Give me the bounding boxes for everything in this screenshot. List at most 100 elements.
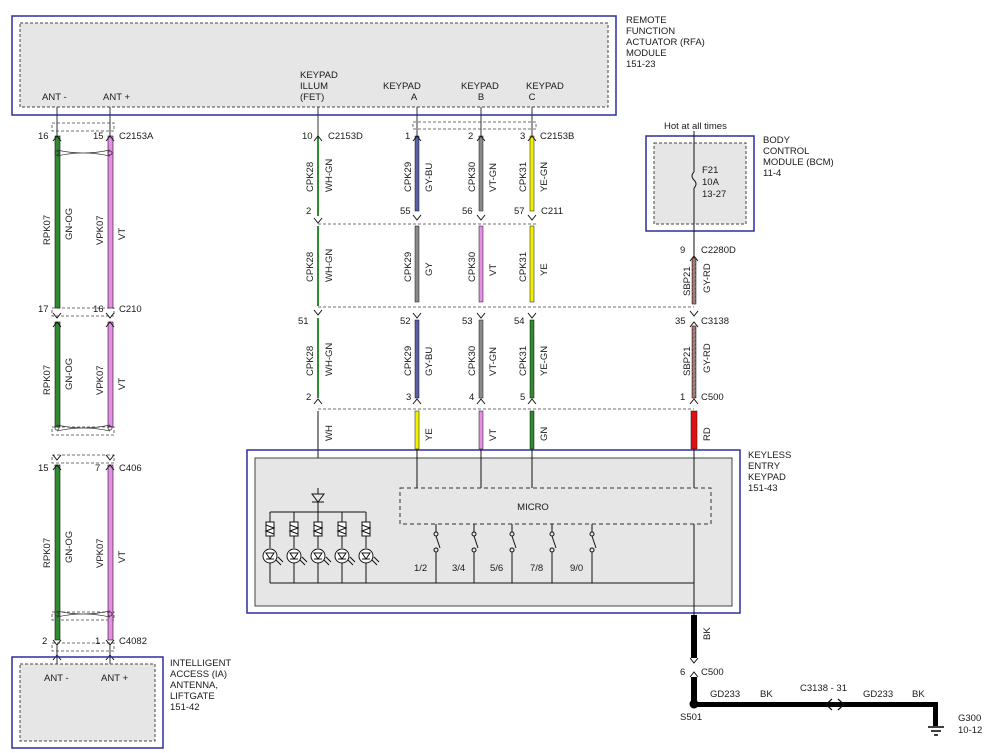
color-gn-4: GN bbox=[539, 427, 550, 441]
ia-name-4: LIFTGATE bbox=[170, 691, 215, 702]
circuit-rpk07-2: RPK07 bbox=[42, 365, 53, 395]
pin-16-c2153a: 16 bbox=[38, 131, 49, 142]
color-vt-4: VT bbox=[488, 429, 499, 441]
pin-9: 9 bbox=[680, 245, 685, 256]
twisted-pair-marks bbox=[54, 149, 113, 618]
switch-label-3-4: 3/4 bbox=[452, 563, 465, 574]
connector-c500-top: C500 bbox=[701, 392, 724, 403]
ant-neg-wire bbox=[54, 135, 61, 641]
led-branch-5 bbox=[358, 512, 380, 583]
ia-pin-ant-neg: ANT - bbox=[44, 673, 69, 684]
rfa-pin-keypad-illum-1: KEYPAD bbox=[300, 70, 338, 81]
fuse-rating: 10A bbox=[702, 177, 720, 188]
rfa-name-1: REMOTE bbox=[626, 15, 667, 26]
pin-2-c4082: 2 bbox=[42, 636, 47, 647]
color-vtgn-3: VT-GN bbox=[488, 347, 499, 376]
pin-17-c210: 17 bbox=[38, 304, 49, 315]
ia-antenna-module: ANT - ANT + INTELLIGENT ACCESS (IA) ANTE… bbox=[11, 656, 231, 749]
circuit-cpk31-1: CPK31 bbox=[518, 162, 529, 192]
pin-1-c4082: 1 bbox=[95, 636, 100, 647]
circuit-cpk28-1: CPK28 bbox=[305, 162, 316, 192]
fuse-icon bbox=[691, 171, 697, 189]
connector-c500-bottom: C500 bbox=[701, 667, 724, 678]
circuit-cpk30-3: CPK30 bbox=[467, 346, 478, 376]
ant-pos-wire bbox=[107, 135, 114, 641]
circuit-rpk07-1: RPK07 bbox=[42, 215, 53, 245]
rfa-pin-keypad-c-2: C bbox=[529, 92, 536, 103]
pin-1: 1 bbox=[405, 131, 410, 142]
color-vt-2: VT bbox=[117, 378, 128, 390]
led-branch-1 bbox=[262, 512, 284, 583]
circuit-vpk07-1: VPK07 bbox=[95, 215, 106, 245]
splice-s501: S501 bbox=[680, 712, 702, 723]
color-bk-1: BK bbox=[702, 627, 713, 640]
rfa-module: REMOTE FUNCTION ACTUATOR (RFA) MODULE 15… bbox=[11, 15, 705, 116]
led-branch-3 bbox=[310, 512, 332, 583]
hot-at-all-times: Hot at all times bbox=[664, 121, 727, 132]
connector-c211: C211 bbox=[541, 206, 563, 217]
fuse-ref: 13-27 bbox=[702, 189, 726, 200]
switch-9-0 bbox=[589, 524, 597, 583]
switch-5-6 bbox=[509, 524, 517, 583]
keypad-ref: 151-43 bbox=[748, 483, 778, 494]
ground-circuit-2: GD233 bbox=[863, 689, 893, 700]
rfa-name-4: MODULE bbox=[626, 48, 667, 59]
ia-name-1: INTELLIGENT bbox=[170, 658, 231, 669]
color-gnog-1: GN-OG bbox=[64, 208, 75, 240]
color-rd-4: RD bbox=[702, 427, 713, 441]
circuit-sbp21-2: SBP21 bbox=[682, 346, 693, 376]
rfa-pin-keypad-illum-2: ILLUM bbox=[300, 81, 328, 92]
pin-3: 3 bbox=[520, 131, 525, 142]
led-branch-4 bbox=[334, 512, 356, 583]
micro-label: MICRO bbox=[517, 502, 549, 513]
circuit-vpk07-3: VPK07 bbox=[95, 538, 106, 568]
pin-4-c500: 4 bbox=[469, 392, 474, 403]
antenna-harness: 16 15 17 16 15 7 2 1 C2153A C210 C406 C4… bbox=[38, 107, 154, 664]
rfa-pin-keypad-b-2: B bbox=[478, 92, 484, 103]
pin-54: 54 bbox=[514, 316, 525, 327]
switch-3-4 bbox=[471, 524, 479, 583]
rfa-ref: 151-23 bbox=[626, 59, 656, 70]
circuit-cpk28-3: CPK28 bbox=[305, 346, 316, 376]
fuse-f21: F21 bbox=[702, 165, 718, 176]
pin-2-c211: 2 bbox=[306, 206, 311, 217]
pin-6: 6 bbox=[680, 667, 685, 678]
ground-ref: C3138 - 31 bbox=[800, 683, 847, 694]
pin-2-c500: 2 bbox=[306, 392, 311, 403]
switch-label-9-0: 9/0 bbox=[570, 563, 583, 574]
switch-1-2 bbox=[433, 524, 441, 583]
color-vt-2: VT bbox=[488, 264, 499, 276]
pin-16-c210: 16 bbox=[93, 304, 104, 315]
color-vt-3: VT bbox=[117, 551, 128, 563]
pin-35: 35 bbox=[675, 316, 686, 327]
pin-51: 51 bbox=[298, 316, 309, 327]
color-gybu-3: GY-BU bbox=[424, 347, 435, 376]
color-whgn-2: WH-GN bbox=[324, 249, 335, 282]
ground-circuit: BK 6 C500 GD233 BK C3138 - 31 GD233 BK S… bbox=[680, 615, 982, 736]
color-ye-2: YE bbox=[539, 263, 550, 276]
rfa-pin-keypad-a-1: KEYPAD bbox=[383, 81, 421, 92]
splice-dot bbox=[689, 699, 699, 709]
pin-56: 56 bbox=[462, 206, 473, 217]
connector-c3138: C3138 bbox=[701, 316, 729, 327]
rfa-pin-ant-neg: ANT - bbox=[42, 92, 67, 103]
power-feed-wire: 9 C2280D 35 C3138 1 C500 SBP21 GY-RD SBP… bbox=[675, 231, 736, 450]
color-yegn-1: YE-GN bbox=[539, 162, 550, 192]
pin-55: 55 bbox=[400, 206, 411, 217]
pin-57: 57 bbox=[514, 206, 525, 217]
switch-label-7-8: 7/8 bbox=[530, 563, 543, 574]
connector-c406: C406 bbox=[119, 463, 142, 474]
keypad-harness: 10 1 2 3 2 55 56 57 51 52 53 54 2 3 4 5 … bbox=[298, 107, 694, 488]
color-whgn-1: WH-GN bbox=[324, 159, 335, 192]
keyless-entry-keypad: KEYLESS ENTRY KEYPAD 151-43 MICRO bbox=[246, 449, 791, 615]
ia-pin-ant-pos: ANT + bbox=[101, 673, 128, 684]
ia-name-2: ACCESS (IA) bbox=[170, 669, 227, 680]
pin-15-c406: 15 bbox=[38, 463, 49, 474]
rfa-pin-keypad-a-2: A bbox=[411, 92, 418, 103]
circuit-cpk29-1: CPK29 bbox=[403, 162, 414, 192]
switch-label-1-2: 1/2 bbox=[414, 563, 427, 574]
rfa-name-3: ACTUATOR (RFA) bbox=[626, 37, 705, 48]
bcm-name-3: MODULE (BCM) bbox=[763, 157, 834, 168]
ia-ref: 151-42 bbox=[170, 702, 200, 713]
